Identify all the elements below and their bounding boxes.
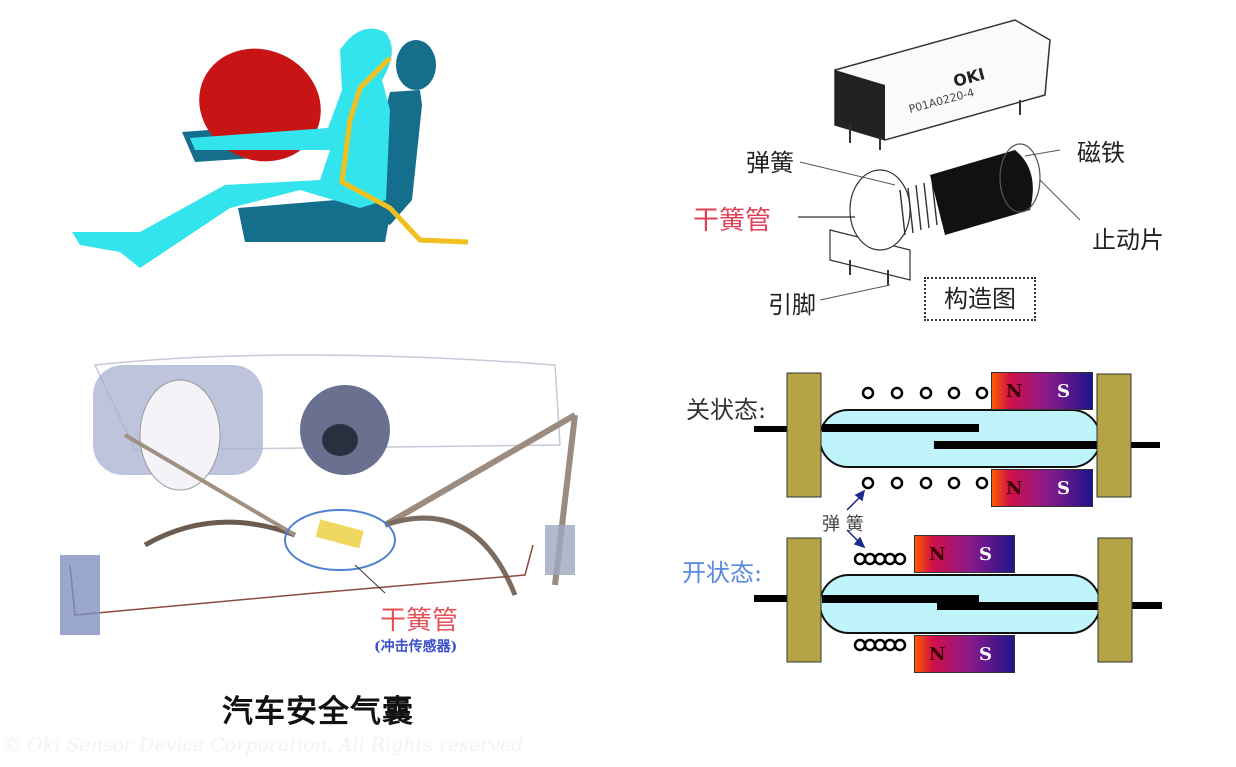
seatbelt-left [123, 433, 297, 537]
post-right [1097, 537, 1133, 663]
copyright-watermark: © Oki Sensor Device Corporation. All Rig… [2, 734, 524, 756]
dashboard-outline [93, 354, 561, 451]
seatbelt [339, 56, 469, 245]
headrest [396, 40, 436, 90]
contact-right [934, 441, 1099, 449]
seatbelt-left-curve [143, 519, 296, 548]
wiring [69, 544, 534, 616]
label-magnet: 磁铁 [1077, 139, 1125, 167]
label-pin: 引脚 [768, 291, 816, 319]
steering-wheel [322, 424, 358, 456]
seatbelt-right [383, 412, 577, 528]
leader-lines [798, 149, 1081, 301]
magnet-north-pole: N [1006, 380, 1023, 402]
magnet-north-pole: N [929, 543, 946, 565]
magnet-cylinder [930, 150, 1033, 235]
contact-right [937, 602, 1100, 610]
magnet-off-bottom: N S [991, 469, 1093, 507]
label-stopper: 止动片 [1092, 226, 1164, 254]
magnet-off-top: N S [991, 372, 1093, 410]
off-state-assembly [754, 372, 1160, 498]
magnet-south-pole: S [979, 643, 992, 665]
reed-switch-state-diagram [754, 372, 1162, 663]
sensor-highlight-circle [284, 509, 396, 571]
reed-sensor [315, 519, 364, 549]
magnet-on-top: N S [914, 535, 1015, 573]
lead-left [754, 595, 794, 602]
on-state-label: 开状态: [682, 559, 763, 587]
post-left [786, 537, 822, 663]
lead-right [1124, 442, 1160, 448]
spring-label: 弹 簧 [822, 514, 864, 535]
stopper-plate [999, 143, 1041, 213]
magnet-south-pole: S [979, 543, 992, 565]
reed-relay-exploded [829, 143, 1041, 285]
spring-coils-bottom [861, 476, 989, 490]
callout-impact-sensor-sublabel: (冲击传感器) [374, 639, 458, 655]
off-state-label: 关状态: [686, 396, 767, 424]
on-state-assembly [754, 537, 1162, 663]
crash-dummy-figure [72, 28, 469, 269]
page-title: 汽车安全气囊 [222, 694, 414, 730]
label-spring: 弹簧 [746, 149, 794, 177]
retractor-left [60, 555, 100, 635]
lead-right [1124, 602, 1162, 609]
seat-cushion [238, 198, 390, 242]
label-structure-diagram: 构造图 [924, 277, 1036, 321]
spring-coils-top [861, 386, 989, 400]
passenger-head [139, 379, 221, 491]
callout-reed-switch-label: 干簧管 [380, 606, 459, 636]
label-reed-switch: 干簧管 [693, 206, 772, 236]
spring-coils-compressed-bottom [853, 638, 907, 652]
magnet-north-pole: N [929, 643, 946, 665]
spring-coils-compressed-top [853, 552, 907, 566]
callout-line [354, 564, 386, 594]
seatbelt-curve [384, 515, 518, 596]
post-right [1096, 373, 1132, 498]
magnet-south-pole: S [1057, 477, 1070, 499]
magnet-south-pole: S [1057, 380, 1070, 402]
contact-left [822, 595, 979, 603]
spring-arrows [846, 489, 866, 549]
retractor-right [545, 525, 575, 575]
arm [190, 128, 330, 150]
car-interior-figure [60, 354, 578, 635]
package-end [835, 70, 885, 140]
magnet-north-pole: N [1006, 477, 1023, 499]
glass-tube [819, 409, 1101, 468]
post-left [786, 372, 822, 498]
lead-left [754, 426, 794, 432]
magnet-on-bottom: N S [914, 635, 1015, 673]
reed-relay-package: OKI P01A0220-4 [834, 19, 1051, 150]
contact-left [822, 424, 979, 432]
